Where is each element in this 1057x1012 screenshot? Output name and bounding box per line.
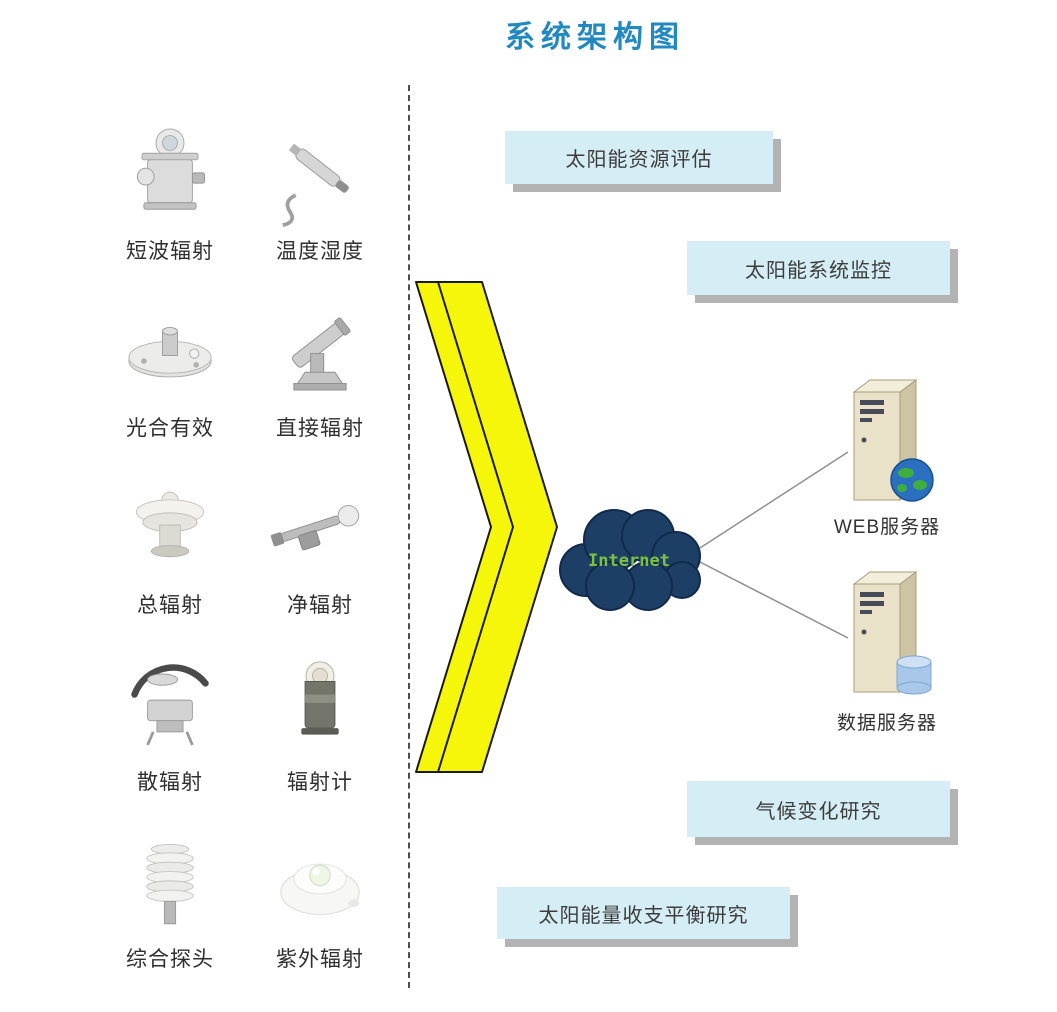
sensor-label: 总辐射 bbox=[137, 594, 203, 617]
sensor-label: 紫外辐射 bbox=[276, 948, 364, 971]
sensor-label: 温度湿度 bbox=[276, 240, 364, 263]
globe-icon bbox=[890, 458, 934, 502]
web-server-icon bbox=[852, 379, 934, 502]
database-server bbox=[836, 562, 936, 702]
sensor-item-uv-radiation: 紫外辐射 bbox=[245, 800, 395, 977]
radiometer-icon bbox=[301, 661, 339, 735]
par-sensor-icon bbox=[128, 327, 212, 378]
shortwave-radiation-sensor-icon bbox=[136, 128, 205, 210]
sensor-item-total-radiation: 总辐射 bbox=[95, 446, 245, 623]
temperature-humidity-probe-icon bbox=[282, 143, 349, 227]
total-radiation-sensor-icon bbox=[135, 491, 205, 558]
app-box-label: 太阳能量收支平衡研究 bbox=[538, 904, 749, 927]
cloud-icon: Internet bbox=[559, 509, 701, 611]
sensor-label: 综合探头 bbox=[126, 948, 214, 971]
direct-radiation-sensor-icon bbox=[292, 317, 351, 391]
database-server-icon bbox=[852, 571, 932, 695]
sensor-label: 直接辐射 bbox=[276, 417, 364, 440]
app-box-label: 气候变化研究 bbox=[755, 800, 882, 823]
dashed-separator bbox=[408, 85, 410, 988]
app-box-solar-resource-assessment: 太阳能资源评估 bbox=[505, 131, 773, 184]
app-box-label: 太阳能系统监控 bbox=[745, 259, 892, 282]
sensor-label: 净辐射 bbox=[287, 594, 353, 617]
database-cylinder-icon bbox=[896, 655, 932, 695]
web-server-label: WEB服务器 bbox=[833, 517, 941, 538]
sensor-item-diffuse-radiation: 散辐射 bbox=[95, 623, 245, 800]
internet-label: Internet bbox=[588, 551, 670, 571]
app-box-label: 太阳能资源评估 bbox=[565, 149, 713, 171]
sensor-item-par: 光合有效 bbox=[95, 269, 245, 446]
sensor-label: 散辐射 bbox=[137, 771, 203, 794]
sensor-item-direct-radiation: 直接辐射 bbox=[245, 269, 395, 446]
internet-cloud: Internet bbox=[548, 478, 710, 630]
double-chevron-arrow-icon bbox=[415, 281, 558, 773]
web-server bbox=[836, 370, 936, 510]
sensor-grid: 短波辐射 温度湿度 光合有效 bbox=[95, 92, 395, 977]
sensor-label: 辐射计 bbox=[287, 771, 353, 794]
sensor-item-radiometer: 辐射计 bbox=[245, 623, 395, 800]
net-radiation-sensor-icon bbox=[270, 505, 360, 551]
page-title: 系统架构图 bbox=[505, 21, 685, 54]
sensor-item-shortwave: 短波辐射 bbox=[95, 92, 245, 269]
app-box-solar-energy-balance-research: 太阳能量收支平衡研究 bbox=[497, 887, 790, 939]
sensor-item-integrated-probe: 综合探头 bbox=[95, 800, 245, 977]
uv-radiation-sensor-icon bbox=[280, 863, 360, 915]
sensor-label: 光合有效 bbox=[126, 417, 214, 440]
sensor-item-net-radiation: 净辐射 bbox=[245, 446, 395, 623]
sensor-label: 短波辐射 bbox=[126, 240, 214, 263]
diffuse-radiation-sensor-icon bbox=[131, 664, 209, 746]
app-box-solar-system-monitoring: 太阳能系统监控 bbox=[687, 241, 950, 295]
database-server-label: 数据服务器 bbox=[836, 713, 937, 734]
sensor-item-temp-humidity: 温度湿度 bbox=[245, 92, 395, 269]
app-box-climate-change-research: 气候变化研究 bbox=[687, 781, 950, 837]
integrated-probe-icon bbox=[146, 844, 194, 925]
